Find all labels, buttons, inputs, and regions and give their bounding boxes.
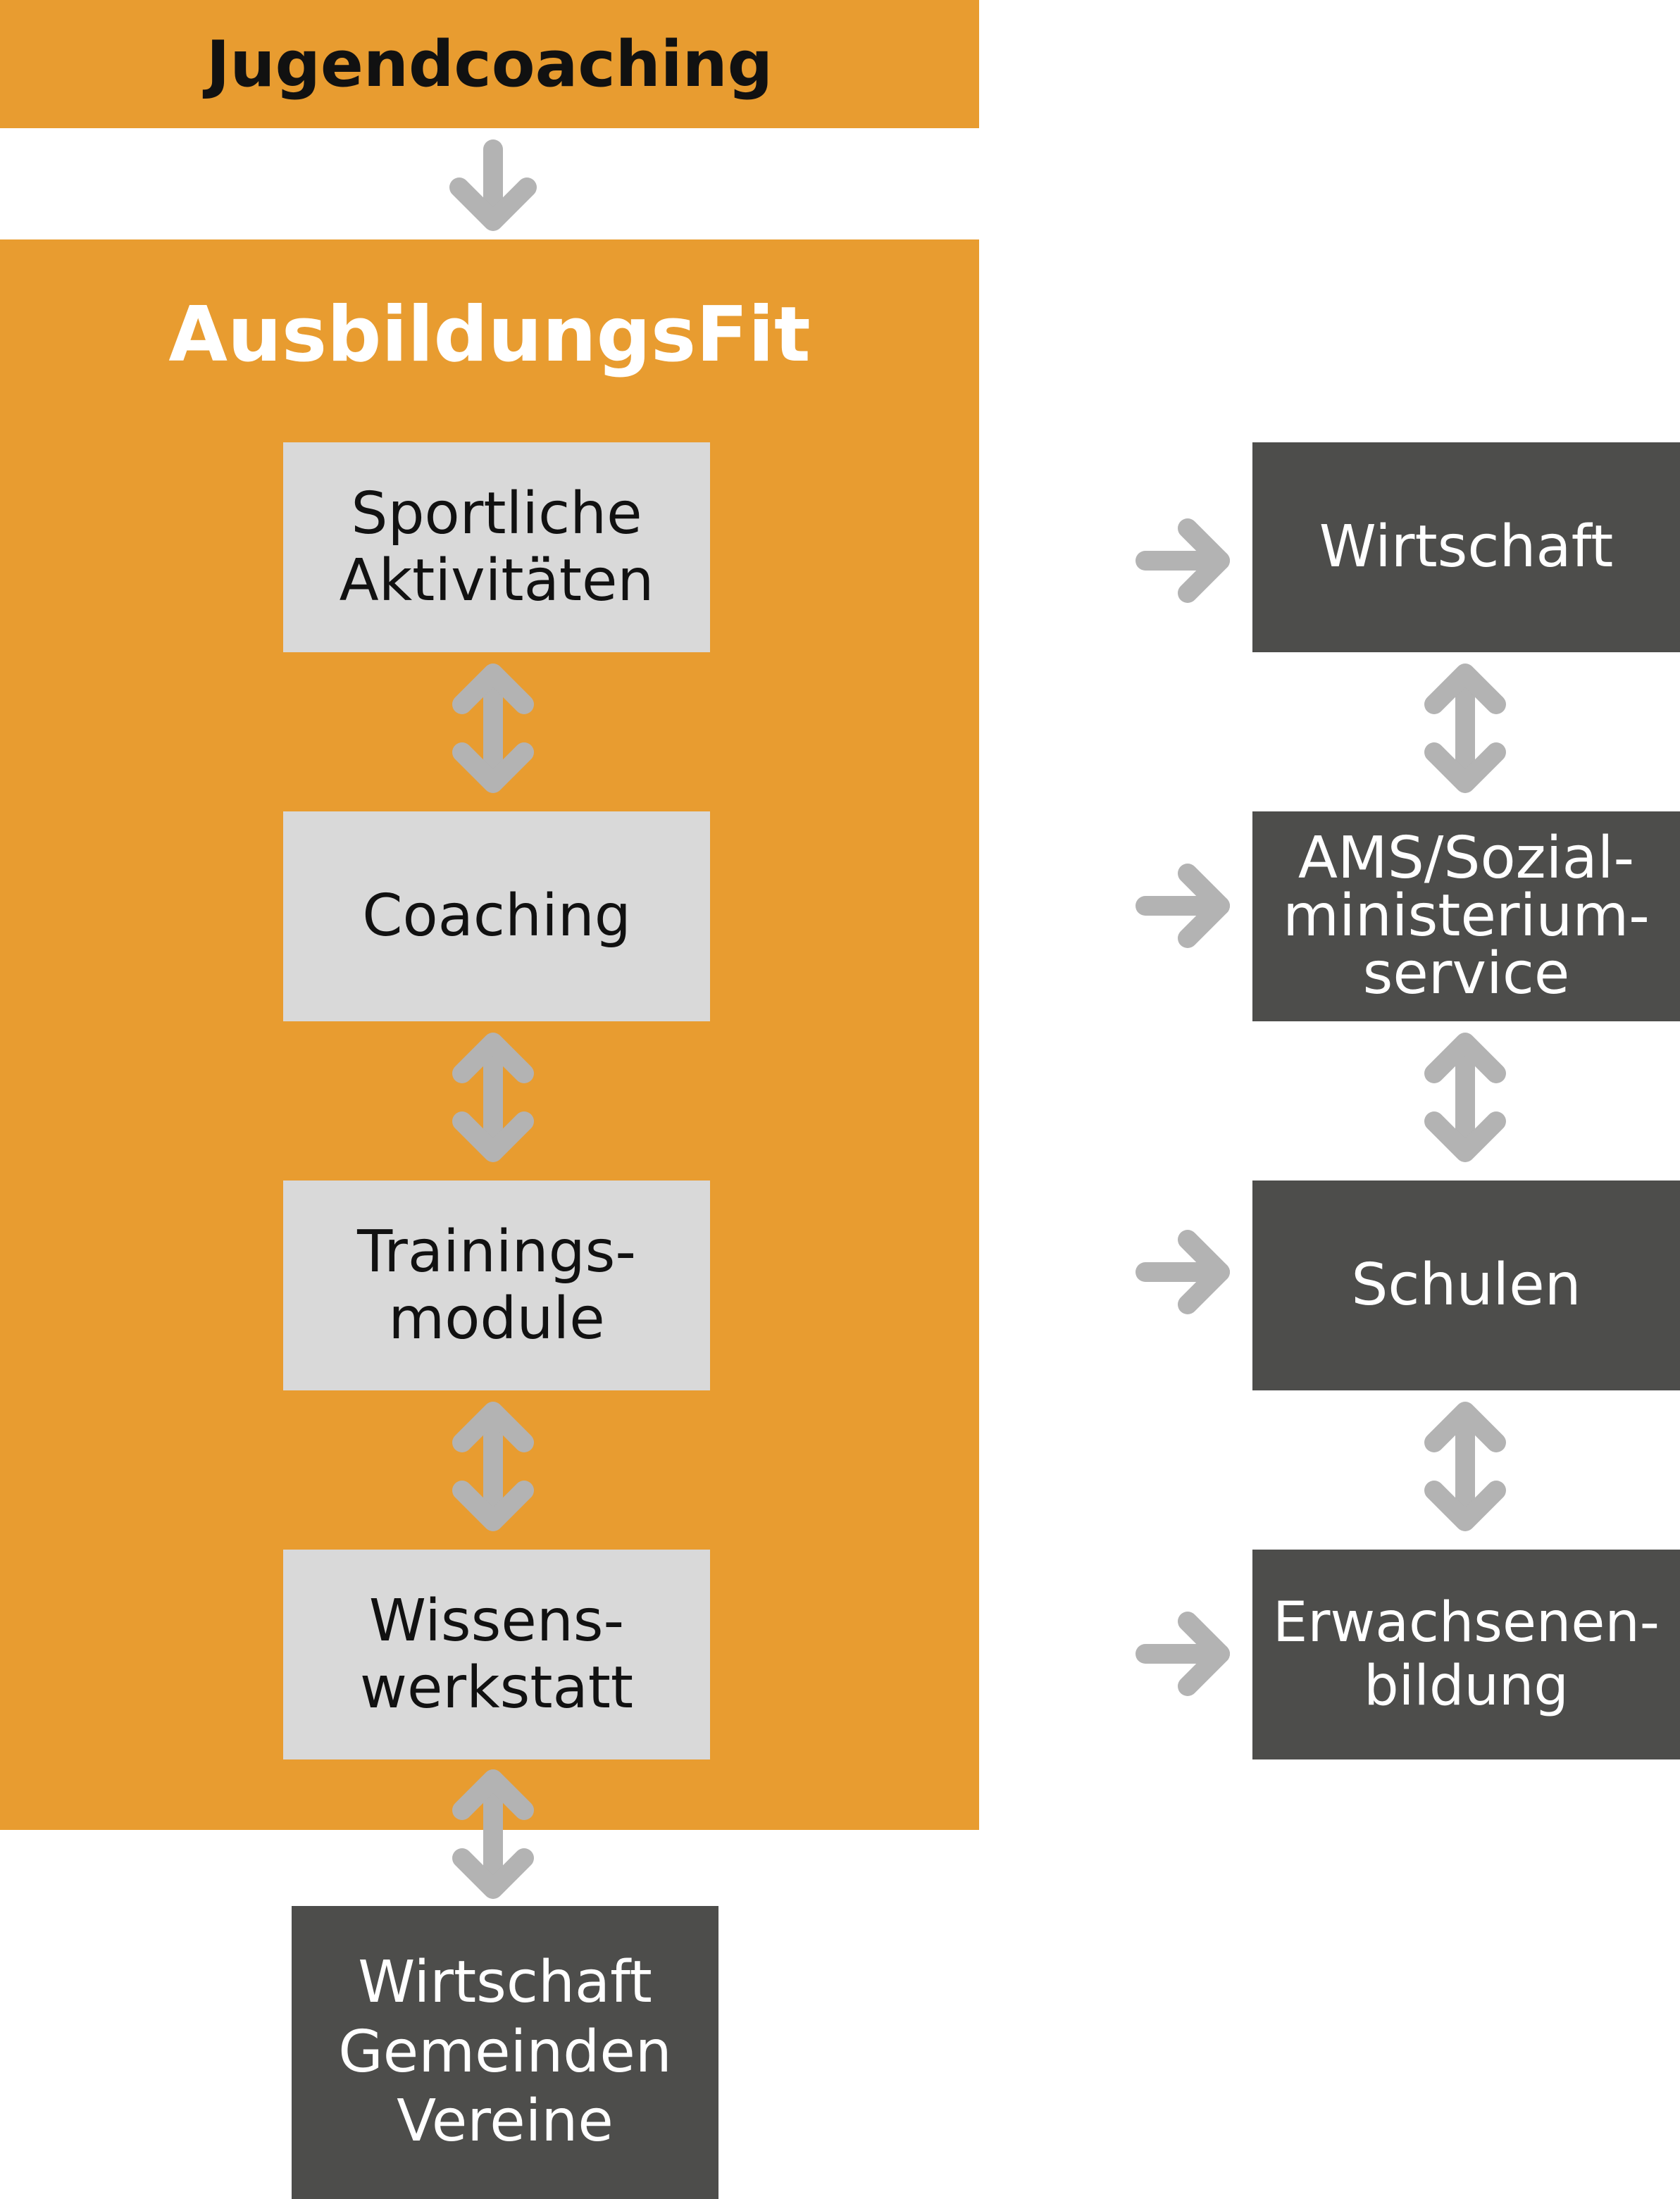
bottom-line: Wirtschaft [358,1949,652,2017]
double-arrow-vertical-icon [452,1769,534,1899]
partner-line: ministerium- [1283,883,1650,949]
double-arrow-vertical-icon [1424,1402,1506,1531]
jugendcoaching-title: Jugendcoaching [206,27,773,101]
arrow-right-icon [1135,1612,1230,1696]
double-arrow-vertical-icon [1424,664,1506,793]
module-line: Coaching [362,883,631,950]
module-line: Wissens- [368,1587,625,1655]
arrow-right-icon [1135,518,1230,603]
partner-line: Wirtschaft [1319,513,1614,581]
partner-box-erwachsenenbildung: Erwachsenen- bildung [1252,1550,1680,1759]
module-line: module [388,1285,605,1352]
partner-line: Schulen [1351,1252,1581,1319]
double-arrow-vertical-icon [452,1402,534,1531]
module-box-coaching: Coaching [283,811,710,1021]
partner-box-schulen: Schulen [1252,1181,1680,1390]
bottom-box-partners: Wirtschaft Gemeinden Vereine [292,1906,718,2199]
module-line: Aktivitäten [339,547,654,614]
arrow-right-icon [1135,864,1230,948]
bottom-line: Vereine [397,2088,614,2155]
module-box-wissenswerkstatt: Wissens- werkstatt [283,1550,710,1759]
partner-line: bildung [1364,1655,1569,1718]
arrow-down-icon [449,139,537,231]
double-arrow-vertical-icon [452,664,534,793]
partner-line: service [1362,940,1570,1007]
bottom-line: Gemeinden [338,2018,672,2086]
jugendcoaching-bar: Jugendcoaching [0,0,979,128]
module-line: werkstatt [359,1655,634,1721]
double-arrow-vertical-icon [452,1033,534,1162]
module-line: Sportliche [351,480,642,547]
partner-box-wirtschaft: Wirtschaft [1252,442,1680,652]
module-line: Trainings- [357,1218,636,1285]
module-box-trainingsmodule: Trainings- module [283,1181,710,1390]
arrow-right-icon [1135,1230,1230,1314]
partner-line: Erwachsenen- [1273,1590,1660,1655]
partner-line: AMS/Sozial- [1298,825,1635,892]
ausbildungsfit-title-wrap: AusbildungsFit [0,282,979,387]
module-box-sportliche: Sportliche Aktivitäten [283,442,710,652]
double-arrow-vertical-icon [1424,1033,1506,1162]
partner-box-ams: AMS/Sozial- ministerium- service [1252,811,1680,1021]
ausbildungsfit-title: AusbildungsFit [168,290,811,379]
